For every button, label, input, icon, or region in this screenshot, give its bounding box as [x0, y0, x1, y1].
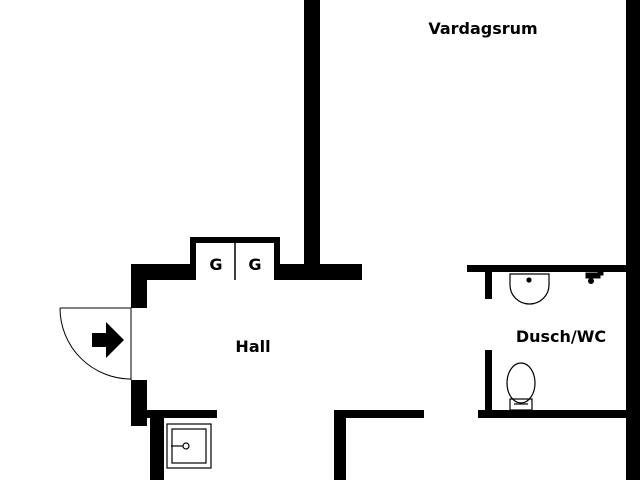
- wall-right-outer: [626, 0, 640, 480]
- wall-hall-left-upper: [131, 264, 147, 308]
- walls: [131, 0, 640, 480]
- sink-icon: [166, 423, 212, 469]
- room-label-dusch-wc: Dusch/WC: [516, 327, 606, 346]
- wardrobe-right-label: G: [248, 255, 261, 274]
- shower-mixer-icon: [585, 270, 604, 284]
- wall-bath-top: [467, 265, 627, 272]
- washbasin-icon: [509, 273, 550, 305]
- wall-kitchen-left: [150, 418, 164, 480]
- wall-bath-left-upper: [485, 265, 492, 299]
- toilet-icon: [506, 362, 536, 411]
- wall-wardrobe-right: [274, 237, 280, 280]
- entrance-arrow-icon: [92, 322, 124, 358]
- wall-lower-partition-h: [334, 410, 424, 418]
- wall-wardrobe-left: [190, 237, 196, 280]
- wall-lower-partition-v: [334, 410, 346, 480]
- wall-living-left: [304, 0, 320, 272]
- wall-bath-left-lower: [485, 350, 492, 416]
- wardrobe: G G: [209, 243, 262, 280]
- room-label-vardagsrum: Vardagsrum: [428, 19, 537, 38]
- wall-bath-bottom: [478, 410, 627, 418]
- wall-hall-bottom-left: [131, 410, 217, 418]
- wardrobe-left-label: G: [209, 255, 222, 274]
- wall-hall-left-lower: [131, 380, 147, 426]
- door-swing-icon: [59, 307, 132, 380]
- room-label-hall: Hall: [235, 337, 270, 356]
- wall-hall-top-right: [278, 264, 362, 280]
- wall-wardrobe-top: [190, 237, 280, 243]
